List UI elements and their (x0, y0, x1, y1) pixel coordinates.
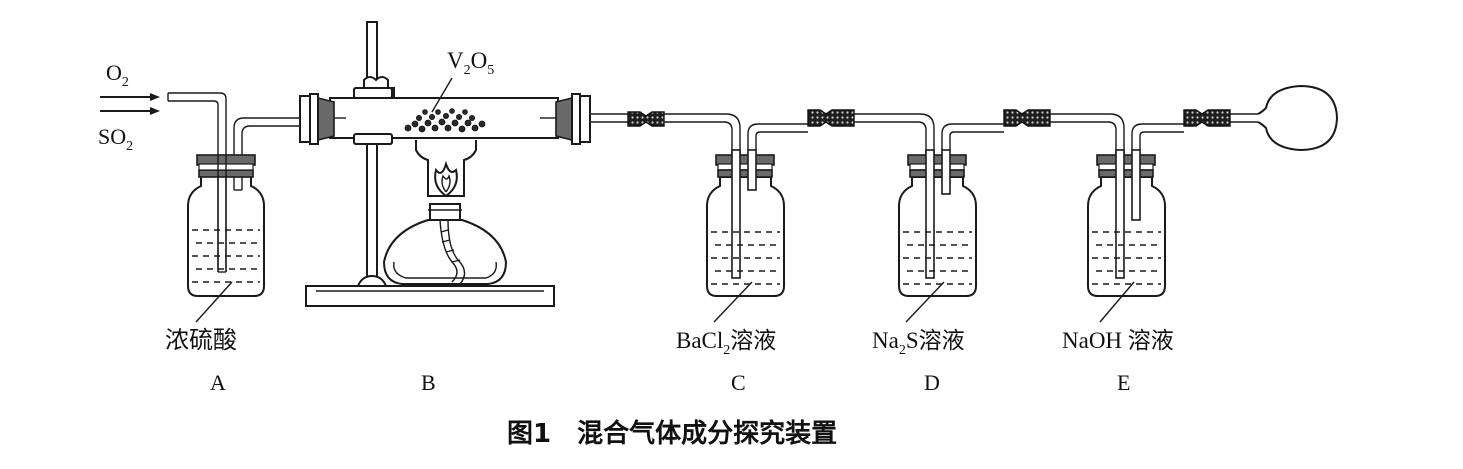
bottle-d (898, 123, 1004, 323)
unit-letter-c: C (731, 370, 746, 395)
reagent-label-e: NaOH 溶液 (1062, 328, 1174, 353)
alcohol-lamp (382, 140, 508, 285)
reagent-label-d: Na2S溶液 (872, 328, 965, 358)
bottle-c (706, 123, 808, 323)
unit-letter-a: A (210, 370, 226, 395)
unit-letter-e: E (1117, 370, 1130, 395)
gas-label-o2: O2 (106, 60, 129, 90)
liquid-c (711, 231, 780, 285)
reagent-label-c: BaCl2溶液 (676, 328, 776, 358)
rubber-connector-2 (807, 109, 855, 127)
bottle-e (1087, 123, 1184, 323)
liquid-e (1092, 231, 1161, 285)
bottle-a (167, 92, 300, 323)
gas-collection-balloon (1257, 84, 1339, 152)
rubber-connector-4 (1183, 109, 1231, 127)
gas-label-so2: SO2 (98, 124, 133, 154)
figure-caption: 图1 混合气体成分探究装置 (507, 418, 837, 449)
reaction-tube (299, 77, 591, 145)
gas-inlet-arrows (100, 93, 160, 115)
reagent-label-a: 浓硫酸 (165, 327, 237, 354)
rubber-connector-3 (1003, 109, 1051, 127)
catalyst-granules (404, 108, 486, 133)
rubber-connector-1 (627, 111, 665, 127)
liquid-d (903, 231, 972, 285)
unit-letter-d: D (924, 370, 940, 395)
unit-letter-b: B (421, 370, 436, 395)
liquid-a (192, 229, 260, 283)
catalyst-label: V2O5 (447, 48, 494, 78)
